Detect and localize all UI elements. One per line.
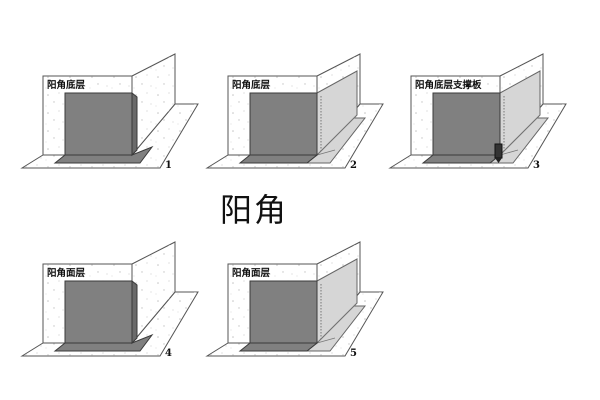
support-arrow-icon (495, 158, 502, 163)
panel-label: 阳角底层 (232, 79, 271, 91)
panel-label: 阳角底层支撑板 (415, 79, 482, 91)
support-board (494, 143, 503, 159)
panel-1: 阳角底层 1 (21, 53, 199, 171)
panel-3: 阳角底层支撑板 3 (389, 53, 567, 171)
panel-label: 阳角面层 (232, 267, 271, 279)
panel-2: 阳角底层 2 (206, 53, 384, 171)
panel-label: 阳角底层 (47, 79, 86, 91)
panel-number: 2 (350, 160, 357, 171)
panel-number: 4 (165, 348, 172, 359)
panel-number: 3 (533, 160, 540, 171)
membrane-layer (54, 92, 153, 164)
diagram-title: 阳角 (220, 191, 289, 229)
panel-4: 阳角面层 4 (21, 241, 199, 359)
membrane-layer (54, 280, 153, 352)
panel-5: 阳角面层 5 (206, 241, 384, 359)
panel-label: 阳角面层 (47, 267, 86, 279)
panel-number: 1 (165, 160, 172, 171)
panel-number: 5 (350, 348, 357, 359)
